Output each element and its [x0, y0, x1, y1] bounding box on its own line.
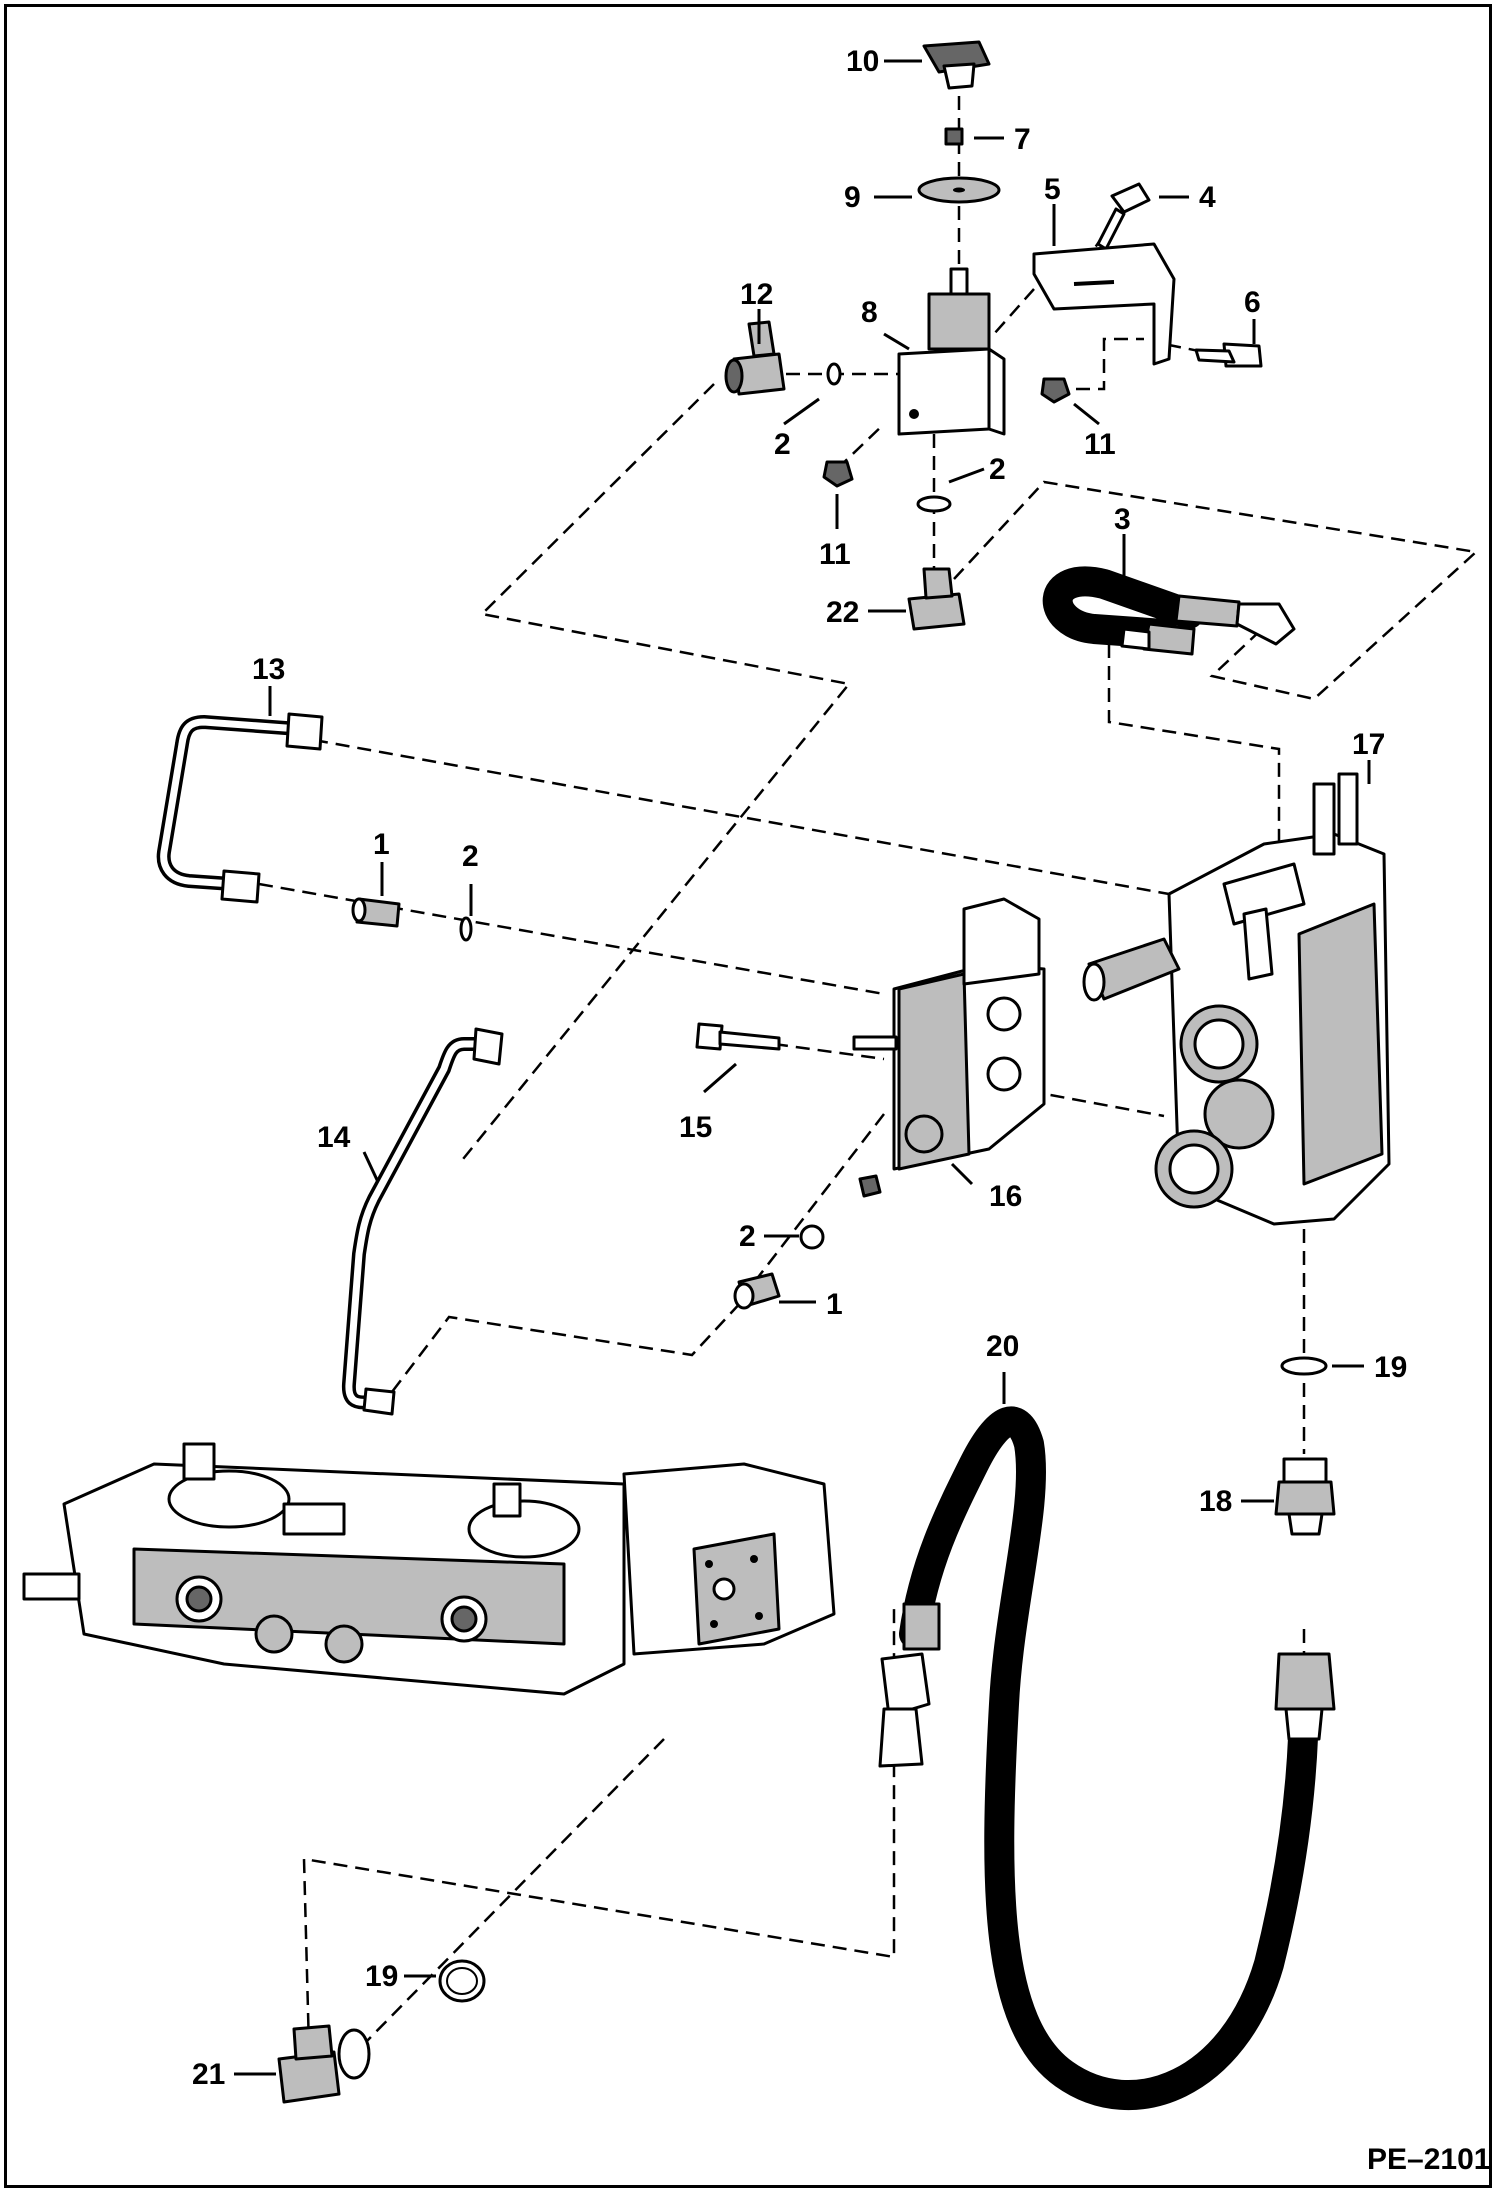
- part-1-fitting-a: [351, 897, 401, 928]
- callout-7: 7: [1014, 123, 1031, 156]
- callout-14: 14: [317, 1121, 351, 1154]
- part-2-oring-a: [826, 362, 842, 386]
- callout-12: 12: [740, 278, 773, 311]
- part-20-hose: [878, 1406, 1336, 2111]
- reference-code: PE–2101: [1367, 2143, 1490, 2176]
- callout-3: 3: [1114, 503, 1131, 536]
- diagram-frame: 10 7 9 4 5 12 8 6 2 11 2 11 3 22 13 17 1…: [4, 4, 1492, 2188]
- callout-5: 5: [1044, 173, 1061, 206]
- part-11-nut-left: [822, 460, 854, 488]
- callout-18: 18: [1199, 1485, 1232, 1518]
- part-5-bracket: [1032, 242, 1176, 366]
- callout-19b: 19: [365, 1960, 398, 1993]
- callout-21: 21: [192, 2058, 225, 2091]
- part-11-nut-right: [1040, 377, 1071, 404]
- callout-2c: 2: [462, 840, 479, 873]
- part-16-valve-section: [852, 897, 1046, 1171]
- callout-19a: 19: [1374, 1351, 1407, 1384]
- callout-2d: 2: [739, 1220, 756, 1253]
- part-4-bolt: [1096, 182, 1151, 251]
- callout-20: 20: [986, 1330, 1019, 1363]
- part-12-elbow-fitting: [724, 320, 786, 396]
- part-2-oring-d: [799, 1224, 825, 1250]
- callout-22: 22: [826, 596, 859, 629]
- part-10-cap: [922, 40, 991, 90]
- callout-8: 8: [861, 296, 878, 329]
- part-8-valve: [897, 267, 1006, 436]
- part-21-elbow: [277, 2024, 371, 2104]
- callout-labels: 10 7 9 4 5 12 8 6 2 11 2 11 3 22 13 17 1…: [192, 45, 1407, 2091]
- part-1-fitting-b: [733, 1272, 781, 1310]
- callout-1b: 1: [826, 1288, 843, 1321]
- part-2-oring-c: [459, 916, 473, 942]
- part-22-elbow: [907, 567, 966, 631]
- leader-lines: [234, 59, 1371, 2076]
- callout-10: 10: [846, 45, 879, 78]
- callout-11b: 11: [819, 538, 851, 571]
- callout-13: 13: [252, 653, 285, 686]
- part-17-control-valve: [1082, 772, 1391, 1226]
- part-15-bolt: [695, 1022, 781, 1051]
- part-2-oring-b: [916, 495, 952, 513]
- callout-2b: 2: [989, 453, 1006, 486]
- callout-2a: 2: [774, 428, 791, 461]
- part-6-bolt: [1194, 342, 1263, 368]
- part-14-tube: [341, 1027, 504, 1416]
- callout-17: 17: [1352, 728, 1385, 761]
- callout-11a: 11: [1084, 428, 1116, 461]
- part-7-nut: [944, 127, 964, 146]
- callout-1a: 1: [373, 828, 390, 861]
- hydraulic-pump-assembly: [22, 1442, 836, 1696]
- part-13-tube: [156, 712, 324, 904]
- exploded-parts-diagram: 10 7 9 4 5 12 8 6 2 11 2 11 3 22 13 17 1…: [4, 4, 1492, 2188]
- part-3-hose: [1042, 566, 1296, 656]
- callout-6: 6: [1244, 286, 1261, 319]
- callout-16: 16: [989, 1180, 1022, 1213]
- callout-9: 9: [844, 181, 861, 214]
- callout-15: 15: [679, 1111, 712, 1144]
- diagram-border: [4, 4, 1492, 2188]
- part-19-oring-a: [1280, 1356, 1328, 1376]
- part-18-adapter: [1274, 1457, 1336, 1536]
- callout-4: 4: [1199, 181, 1216, 214]
- part-2-nut-small: [858, 1174, 882, 1198]
